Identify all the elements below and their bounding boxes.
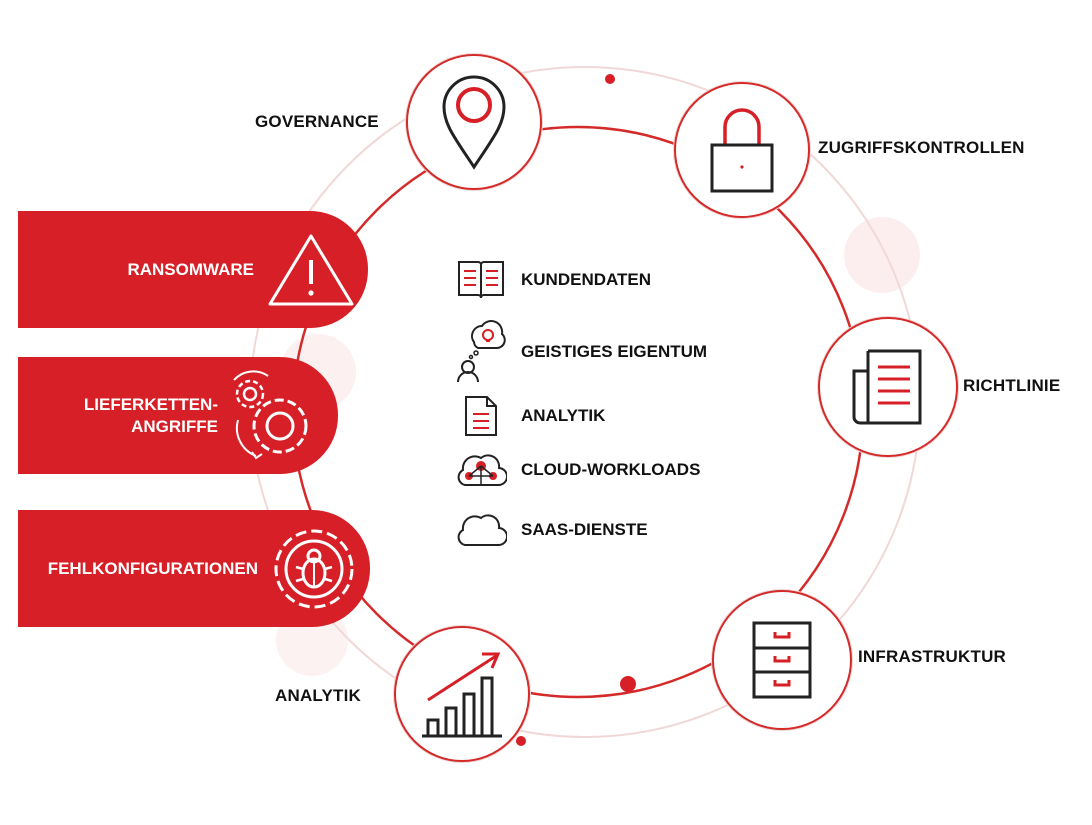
gears-icon bbox=[233, 369, 308, 459]
growth-chart-icon bbox=[422, 652, 502, 738]
ransomware-tab: RANSOMWARE bbox=[18, 211, 368, 328]
analytics-label: ANALYTIK bbox=[275, 686, 361, 705]
customer-data-label: KUNDENDATEN bbox=[521, 270, 652, 289]
analytics-node bbox=[394, 626, 530, 762]
misconfigurations-label: FEHLKONFIGURATIONEN bbox=[47, 558, 258, 578]
governance-node bbox=[406, 54, 542, 190]
saas-label: SAAS-DIENSTE bbox=[521, 520, 648, 539]
warning-triangle-icon bbox=[268, 234, 354, 305]
governance-label: GOVERNANCE bbox=[255, 112, 379, 131]
document-icon bbox=[852, 349, 922, 425]
center-item-saas: SAAS-DIENSTE bbox=[455, 512, 648, 548]
cloud-workloads-label: CLOUD-WORKLOADS bbox=[521, 460, 701, 479]
ring-dot bbox=[620, 676, 636, 692]
soft-glow bbox=[844, 217, 920, 293]
supply-chain-label-line1: LIEFERKETTEN- bbox=[83, 395, 218, 415]
ring-dot bbox=[605, 74, 615, 84]
supply-chain-label: LIEFERKETTEN- ANGRIFFE bbox=[18, 394, 218, 437]
misconfigurations-tab: FEHLKONFIGURATIONEN bbox=[18, 510, 370, 627]
ring-dot bbox=[516, 736, 526, 746]
center-analytics-label: ANALYTIK bbox=[521, 406, 606, 425]
supply-chain-label-line2: ANGRIFFE bbox=[131, 416, 218, 436]
center-item-intellectual-property: GEISTIGES EIGENTUM bbox=[455, 320, 707, 384]
center-item-analytics: ANALYTIK bbox=[455, 394, 605, 438]
policy-node bbox=[818, 317, 958, 457]
idea-person-icon bbox=[457, 320, 506, 383]
supply-chain-attacks-tab: LIEFERKETTEN- ANGRIFFE bbox=[18, 357, 338, 474]
center-item-cloud-workloads: CLOUD-WORKLOADS bbox=[455, 452, 700, 488]
location-pin-icon bbox=[442, 75, 506, 170]
open-book-icon bbox=[458, 261, 504, 299]
report-icon bbox=[465, 396, 497, 436]
ransomware-label: RANSOMWARE bbox=[127, 259, 254, 279]
infrastructure-node bbox=[712, 590, 852, 730]
cloud-icon bbox=[457, 514, 507, 546]
policy-label: RICHTLINIE bbox=[963, 376, 1061, 395]
intellectual-property-label: GEISTIGES EIGENTUM bbox=[521, 342, 708, 361]
infrastructure-label: INFRASTRUKTUR bbox=[858, 647, 1007, 666]
filing-cabinet-icon bbox=[752, 621, 812, 699]
access-control-node bbox=[674, 82, 810, 218]
access-control-label: ZUGRIFFSKONTROLLEN bbox=[818, 138, 1025, 157]
bug-gear-icon bbox=[274, 529, 354, 608]
cloud-network-icon bbox=[457, 454, 507, 486]
padlock-icon bbox=[710, 108, 774, 193]
center-item-customer-data: KUNDENDATEN bbox=[455, 258, 651, 302]
